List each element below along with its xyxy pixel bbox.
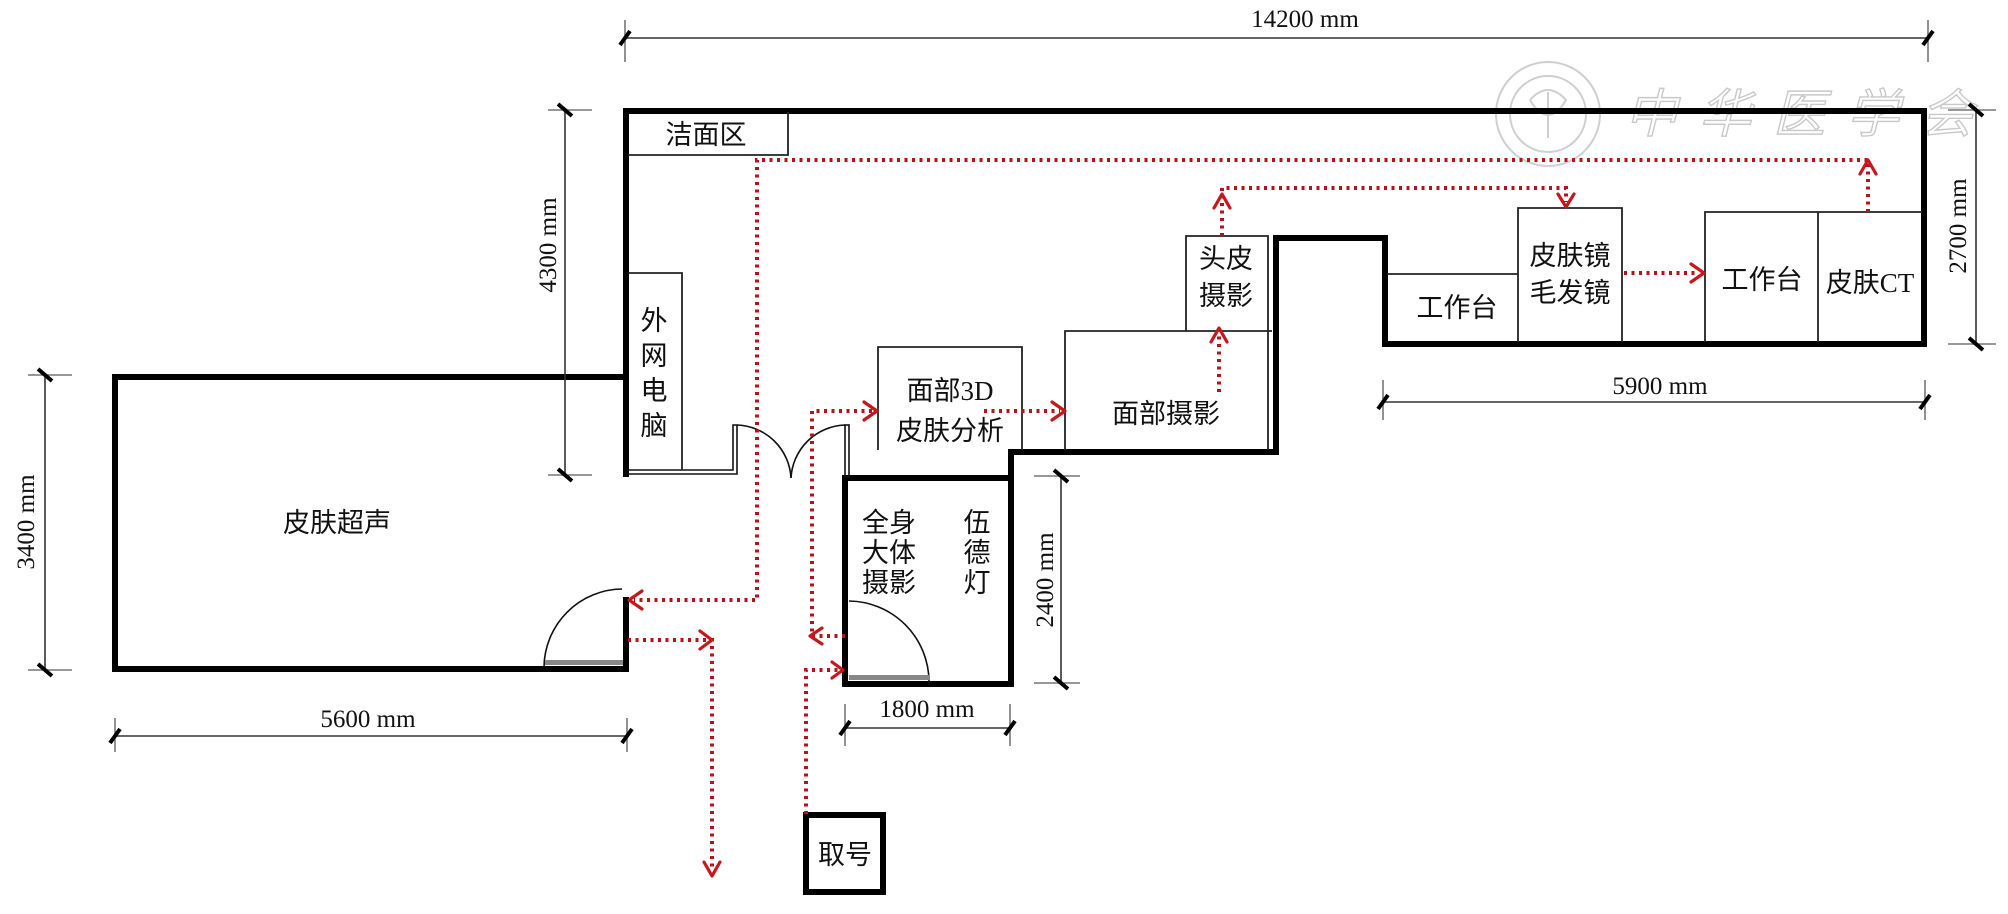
label-external-pc-2: 网 — [641, 341, 668, 371]
walls — [112, 108, 1927, 895]
label-wood-lamp-3: 灯 — [964, 568, 991, 598]
scalp-photo-zone — [1185, 235, 1269, 450]
face-photo-zone — [1064, 330, 1272, 450]
label-dermoscope-2: 毛发镜 — [1530, 278, 1611, 308]
arrow-right-icon — [830, 660, 845, 680]
dim-full-body-width-label: 1800 mm — [879, 696, 975, 723]
label-wood-lamp-2: 德 — [964, 538, 991, 568]
label-face-photo: 面部摄影 — [1112, 399, 1220, 429]
workbench-2-zone — [1704, 211, 1922, 342]
arrow-right-icon — [1689, 262, 1706, 284]
label-external-pc-1: 外 — [641, 306, 668, 336]
face-wash-zone — [628, 112, 789, 156]
label-external-pc-4: 脑 — [641, 411, 668, 441]
watermark-text: 中华医学会 — [1625, 85, 1995, 145]
arrow-right-icon — [1050, 400, 1067, 422]
label-full-body-2: 大体 — [862, 538, 916, 568]
label-face-3d-1: 面部3D — [907, 376, 994, 406]
external-pc-zone — [628, 272, 683, 470]
label-scalp-photo-1: 头皮 — [1199, 244, 1253, 274]
main-outer-wall — [623, 108, 1927, 477]
dim-right-height: 2700 mm — [1945, 102, 1996, 352]
flow-skinct-to-ultrasound — [634, 158, 1870, 602]
door-post-right — [844, 424, 850, 478]
label-workbench-1: 工作台 — [1417, 293, 1498, 323]
label-skin-ct: 皮肤CT — [1826, 268, 1915, 298]
ultrasound-door-sill — [545, 660, 623, 665]
arrow-up-icon — [1212, 192, 1232, 210]
arrow-left-icon — [808, 626, 824, 646]
dim-ultrasound-height: 3400 mm — [13, 367, 72, 678]
label-dermoscope-1: 皮肤镜 — [1530, 241, 1611, 271]
dim-ultrasound-height-label: 3400 mm — [13, 474, 40, 570]
dim-ultrasound-width-label: 5600 mm — [320, 706, 416, 733]
face-3d-zone — [877, 346, 1023, 450]
flow-ticket-to-fullbody — [804, 668, 838, 814]
dim-total-width: 14200 mm — [618, 6, 1935, 62]
double-door-right — [790, 424, 846, 479]
dim-full-body-width: 1800 mm — [838, 696, 1017, 746]
flow-paths — [627, 158, 1878, 878]
ticket-booth-wall — [803, 812, 886, 895]
full-body-room-wall — [842, 449, 1014, 687]
full-body-door-sill — [849, 675, 930, 680]
dim-left-height-label: 4300 mm — [535, 197, 562, 293]
arrow-right-icon — [862, 400, 879, 422]
label-ticket: 取号 — [818, 840, 872, 870]
double-door-left — [736, 424, 792, 479]
dim-right-height-label: 2700 mm — [1945, 178, 1972, 274]
room-labels: 皮肤超声 洁面区 外 网 电 脑 面部3D 皮肤分析 面部摄影 头皮 摄影 工作… — [283, 120, 1915, 870]
flow-ultrasound-exit — [628, 638, 714, 870]
dim-right-width-label: 5900 mm — [1612, 373, 1708, 400]
full-body-room-door — [848, 600, 930, 682]
dim-right-width: 5900 mm — [1376, 373, 1932, 420]
dermoscope-zone — [1517, 207, 1623, 342]
label-ultrasound: 皮肤超声 — [283, 508, 391, 538]
dim-ultrasound-width: 5600 mm — [108, 706, 634, 752]
arrow-right-icon — [698, 629, 714, 651]
partitions — [543, 424, 930, 682]
label-external-pc-3: 电 — [641, 376, 668, 406]
label-full-body-3: 摄影 — [862, 568, 916, 598]
corridor-partition — [627, 424, 738, 475]
arrow-up-icon — [1858, 158, 1878, 176]
arrow-down-icon — [702, 860, 722, 878]
arrow-up-icon — [1209, 326, 1229, 344]
ultrasound-room-door — [543, 588, 623, 668]
ultrasound-room-wall — [112, 374, 629, 672]
flow-scalp-to-dermoscope — [1220, 186, 1568, 236]
label-wood-lamp-1: 伍 — [964, 508, 991, 538]
dimensions: 14200 mm 4300 mm 3400 mm 5600 mm — [13, 6, 1996, 752]
label-face-3d-2: 皮肤分析 — [896, 416, 1004, 446]
zones — [628, 112, 1922, 470]
flow-fullbody-to-face3d — [810, 409, 872, 638]
label-face-wash: 洁面区 — [666, 120, 747, 150]
label-scalp-photo-2: 摄影 — [1199, 281, 1253, 311]
watermark: 中华医学会 — [1495, 61, 1995, 167]
dim-total-width-label: 14200 mm — [1251, 6, 1359, 33]
arrow-left-icon — [627, 589, 644, 611]
dim-left-height: 4300 mm — [535, 102, 592, 483]
label-full-body-1: 全身 — [862, 508, 916, 538]
label-workbench-2: 工作台 — [1722, 265, 1803, 295]
dim-full-body-height-label: 2400 mm — [1032, 532, 1059, 628]
arrow-down-icon — [1556, 192, 1576, 209]
dim-full-body-height: 2400 mm — [1032, 468, 1080, 691]
